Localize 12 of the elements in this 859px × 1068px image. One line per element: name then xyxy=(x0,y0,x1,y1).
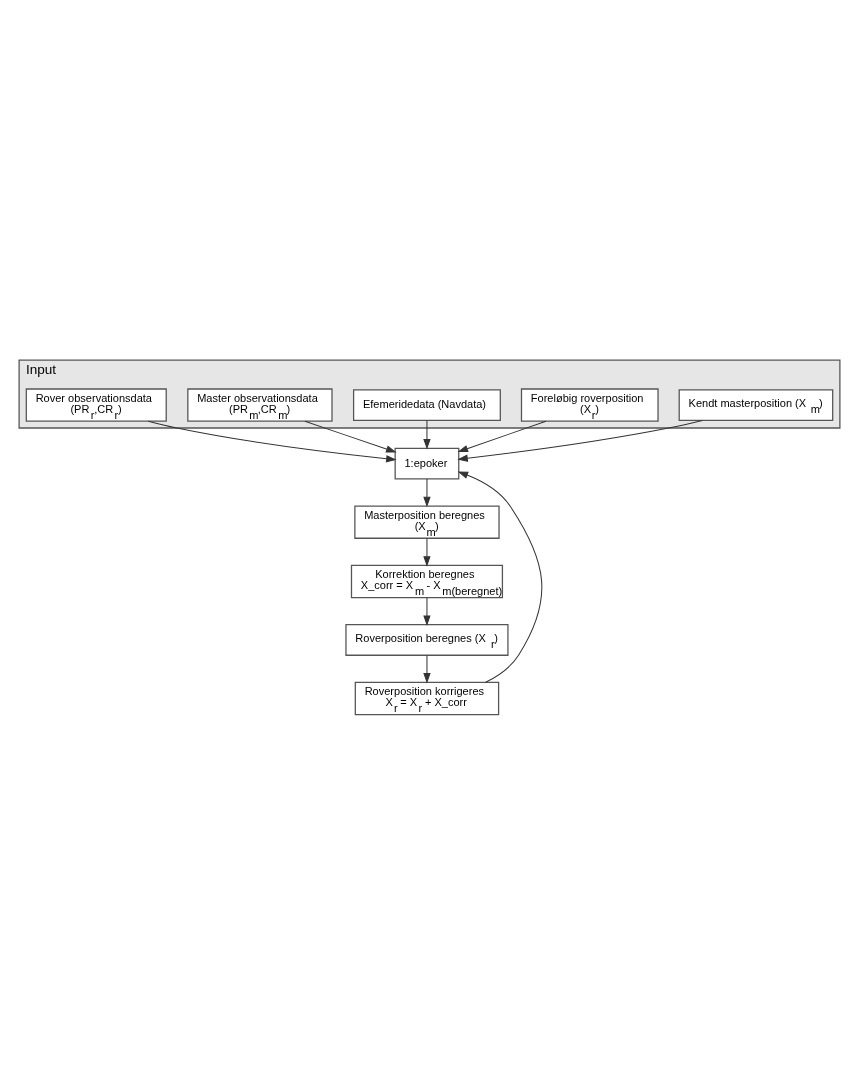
arrow xyxy=(457,419,703,462)
arrow xyxy=(304,420,397,453)
arrow xyxy=(423,420,431,450)
arrow xyxy=(423,654,431,684)
arrow xyxy=(457,471,543,683)
node-box: 1:epoker xyxy=(394,447,460,480)
arrow xyxy=(423,478,431,508)
arrow xyxy=(147,420,397,463)
arrow xyxy=(457,420,547,453)
node-box: Efemeridedata (Navdata) xyxy=(352,389,501,421)
arrow xyxy=(423,597,431,626)
arrow xyxy=(423,537,431,567)
